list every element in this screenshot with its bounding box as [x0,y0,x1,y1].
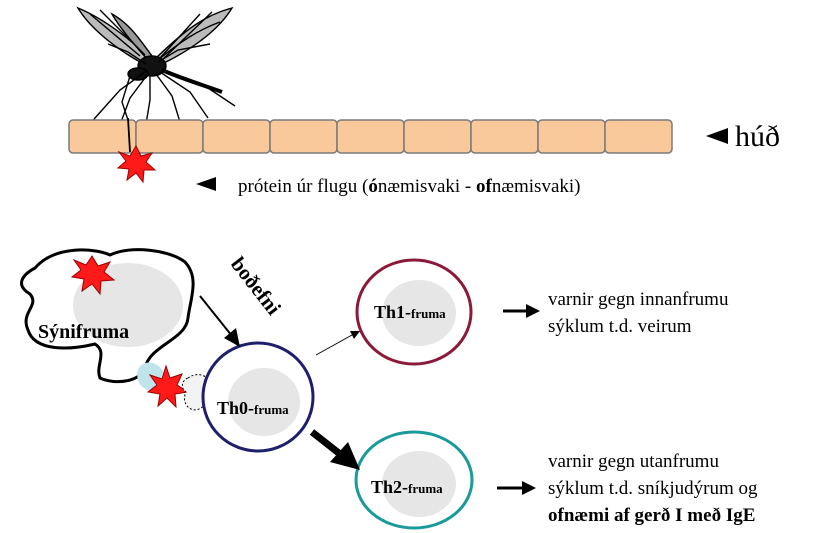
skin-cell [538,120,605,153]
pointer-triangle-icon [196,177,216,191]
arrow-icon [316,331,360,355]
arrow-icon [503,304,540,318]
th1-description: varnir gegn innanfrumu sýklum t.d. veiru… [548,286,728,340]
skin-layer [69,120,672,153]
th2-description: varnir gegn utanfrumu sýklum t.d. sníkju… [548,448,758,529]
mosquito-icon [78,8,235,132]
arrow-icon [497,481,536,495]
skin-cell [471,120,538,153]
arrow-icon [200,296,240,347]
signal-label: boðefni [226,252,286,319]
skin-cell [404,120,471,153]
protein-label: prótein úr flugu (ónæmisvaki - ofnæmisva… [238,176,581,198]
skin-cell [203,120,270,153]
skin-label: húð [735,120,780,154]
apc-label: Sýnifruma [38,321,129,343]
skin-cell [136,120,203,153]
arrow-icon [312,432,360,470]
skin-cell [69,120,136,153]
skin-cell [337,120,404,153]
pointer-triangle-icon [706,128,728,144]
skin-cell [270,120,337,153]
skin-cell [605,120,672,153]
